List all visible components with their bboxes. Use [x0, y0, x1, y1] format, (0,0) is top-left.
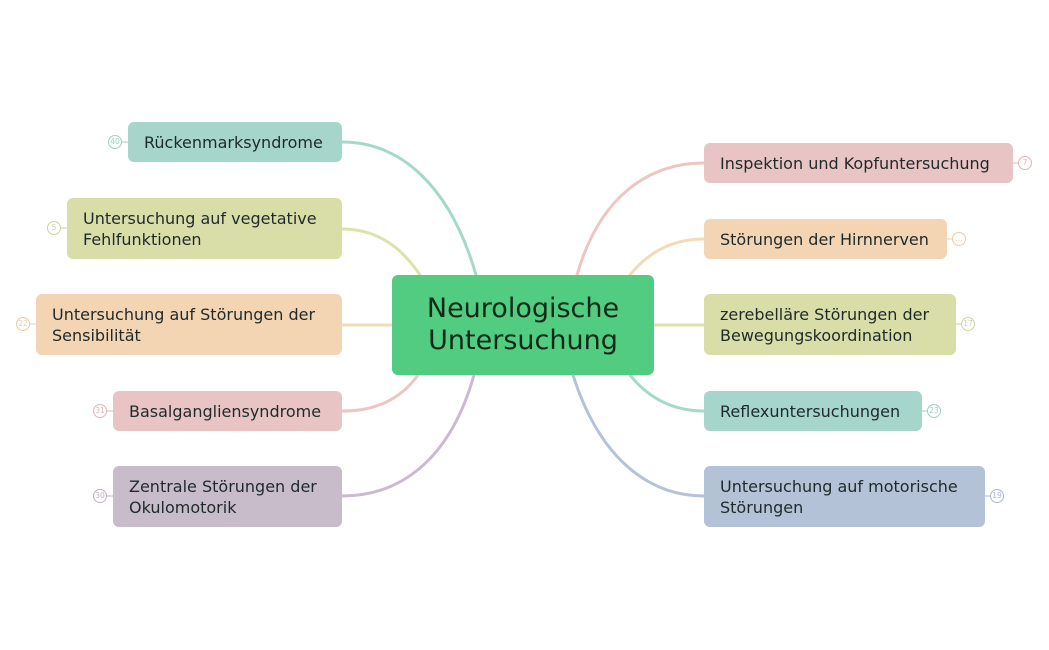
topic-inspektion-kopfuntersuchung[interactable]: Inspektion und Kopfuntersuchung	[704, 143, 1013, 183]
topic-label: zerebelläre Störungen der Bewegungskoord…	[720, 304, 930, 345]
topic-vegetative-fehlfunktionen[interactable]: Untersuchung auf vegetative Fehlfunktion…	[67, 198, 342, 259]
topic-label: Reflexuntersuchungen	[720, 401, 901, 421]
count-badge[interactable]: 7	[1018, 156, 1032, 170]
topic-label: Untersuchung auf Störungen der Sensibili…	[52, 304, 316, 345]
connector-left-4	[340, 373, 476, 498]
count-badge[interactable]: 19	[990, 489, 1004, 503]
connector-right-1	[628, 237, 706, 277]
topic-label: Basalgangliensyndrome	[129, 401, 322, 421]
topic-label: Rückenmarksyndrome	[144, 132, 323, 152]
topic-basalgangliensyndrome[interactable]: Basalgangliensyndrome	[113, 391, 342, 431]
topic-label: Störungen der Hirnnerven	[720, 229, 929, 249]
count-badge[interactable]: ...	[952, 232, 966, 246]
topic-label: Inspektion und Kopfuntersuchung	[720, 153, 990, 173]
topic-sensibilitaet[interactable]: Untersuchung auf Störungen der Sensibili…	[36, 294, 342, 355]
connector-right-0	[575, 161, 706, 277]
connector-right-3	[628, 373, 706, 413]
topic-hirnnerven[interactable]: Störungen der Hirnnerven	[704, 219, 947, 259]
topic-label: Zentrale Störungen der Okulomotorik	[129, 476, 317, 517]
count-badge[interactable]: 5	[47, 221, 61, 235]
topic-label: Untersuchung auf motorische Störungen	[720, 476, 958, 517]
topic-rueckenmarksyndrome[interactable]: Rückenmarksyndrome	[128, 122, 342, 162]
count-badge[interactable]: 40	[108, 135, 122, 149]
connector-right-4	[571, 373, 706, 498]
count-badge[interactable]: 17	[961, 317, 975, 331]
connector-left-0	[340, 140, 478, 277]
central-topic[interactable]: Neurologische Untersuchung	[392, 275, 654, 375]
count-badge[interactable]: 22	[16, 317, 30, 331]
count-badge[interactable]: 30	[93, 489, 107, 503]
topic-label: Untersuchung auf vegetative Fehlfunktion…	[83, 208, 317, 249]
topic-motorische-stoerungen[interactable]: Untersuchung auf motorische Störungen	[704, 466, 985, 527]
count-badge[interactable]: 23	[927, 404, 941, 418]
connector-left-3	[340, 373, 420, 413]
count-badge[interactable]: 31	[93, 404, 107, 418]
topic-zerebellaere-stoerungen[interactable]: zerebelläre Störungen der Bewegungskoord…	[704, 294, 956, 355]
topic-okulomotorik[interactable]: Zentrale Störungen der Okulomotorik	[113, 466, 342, 527]
topic-reflexuntersuchungen[interactable]: Reflexuntersuchungen	[704, 391, 922, 431]
connector-left-1	[340, 227, 422, 277]
